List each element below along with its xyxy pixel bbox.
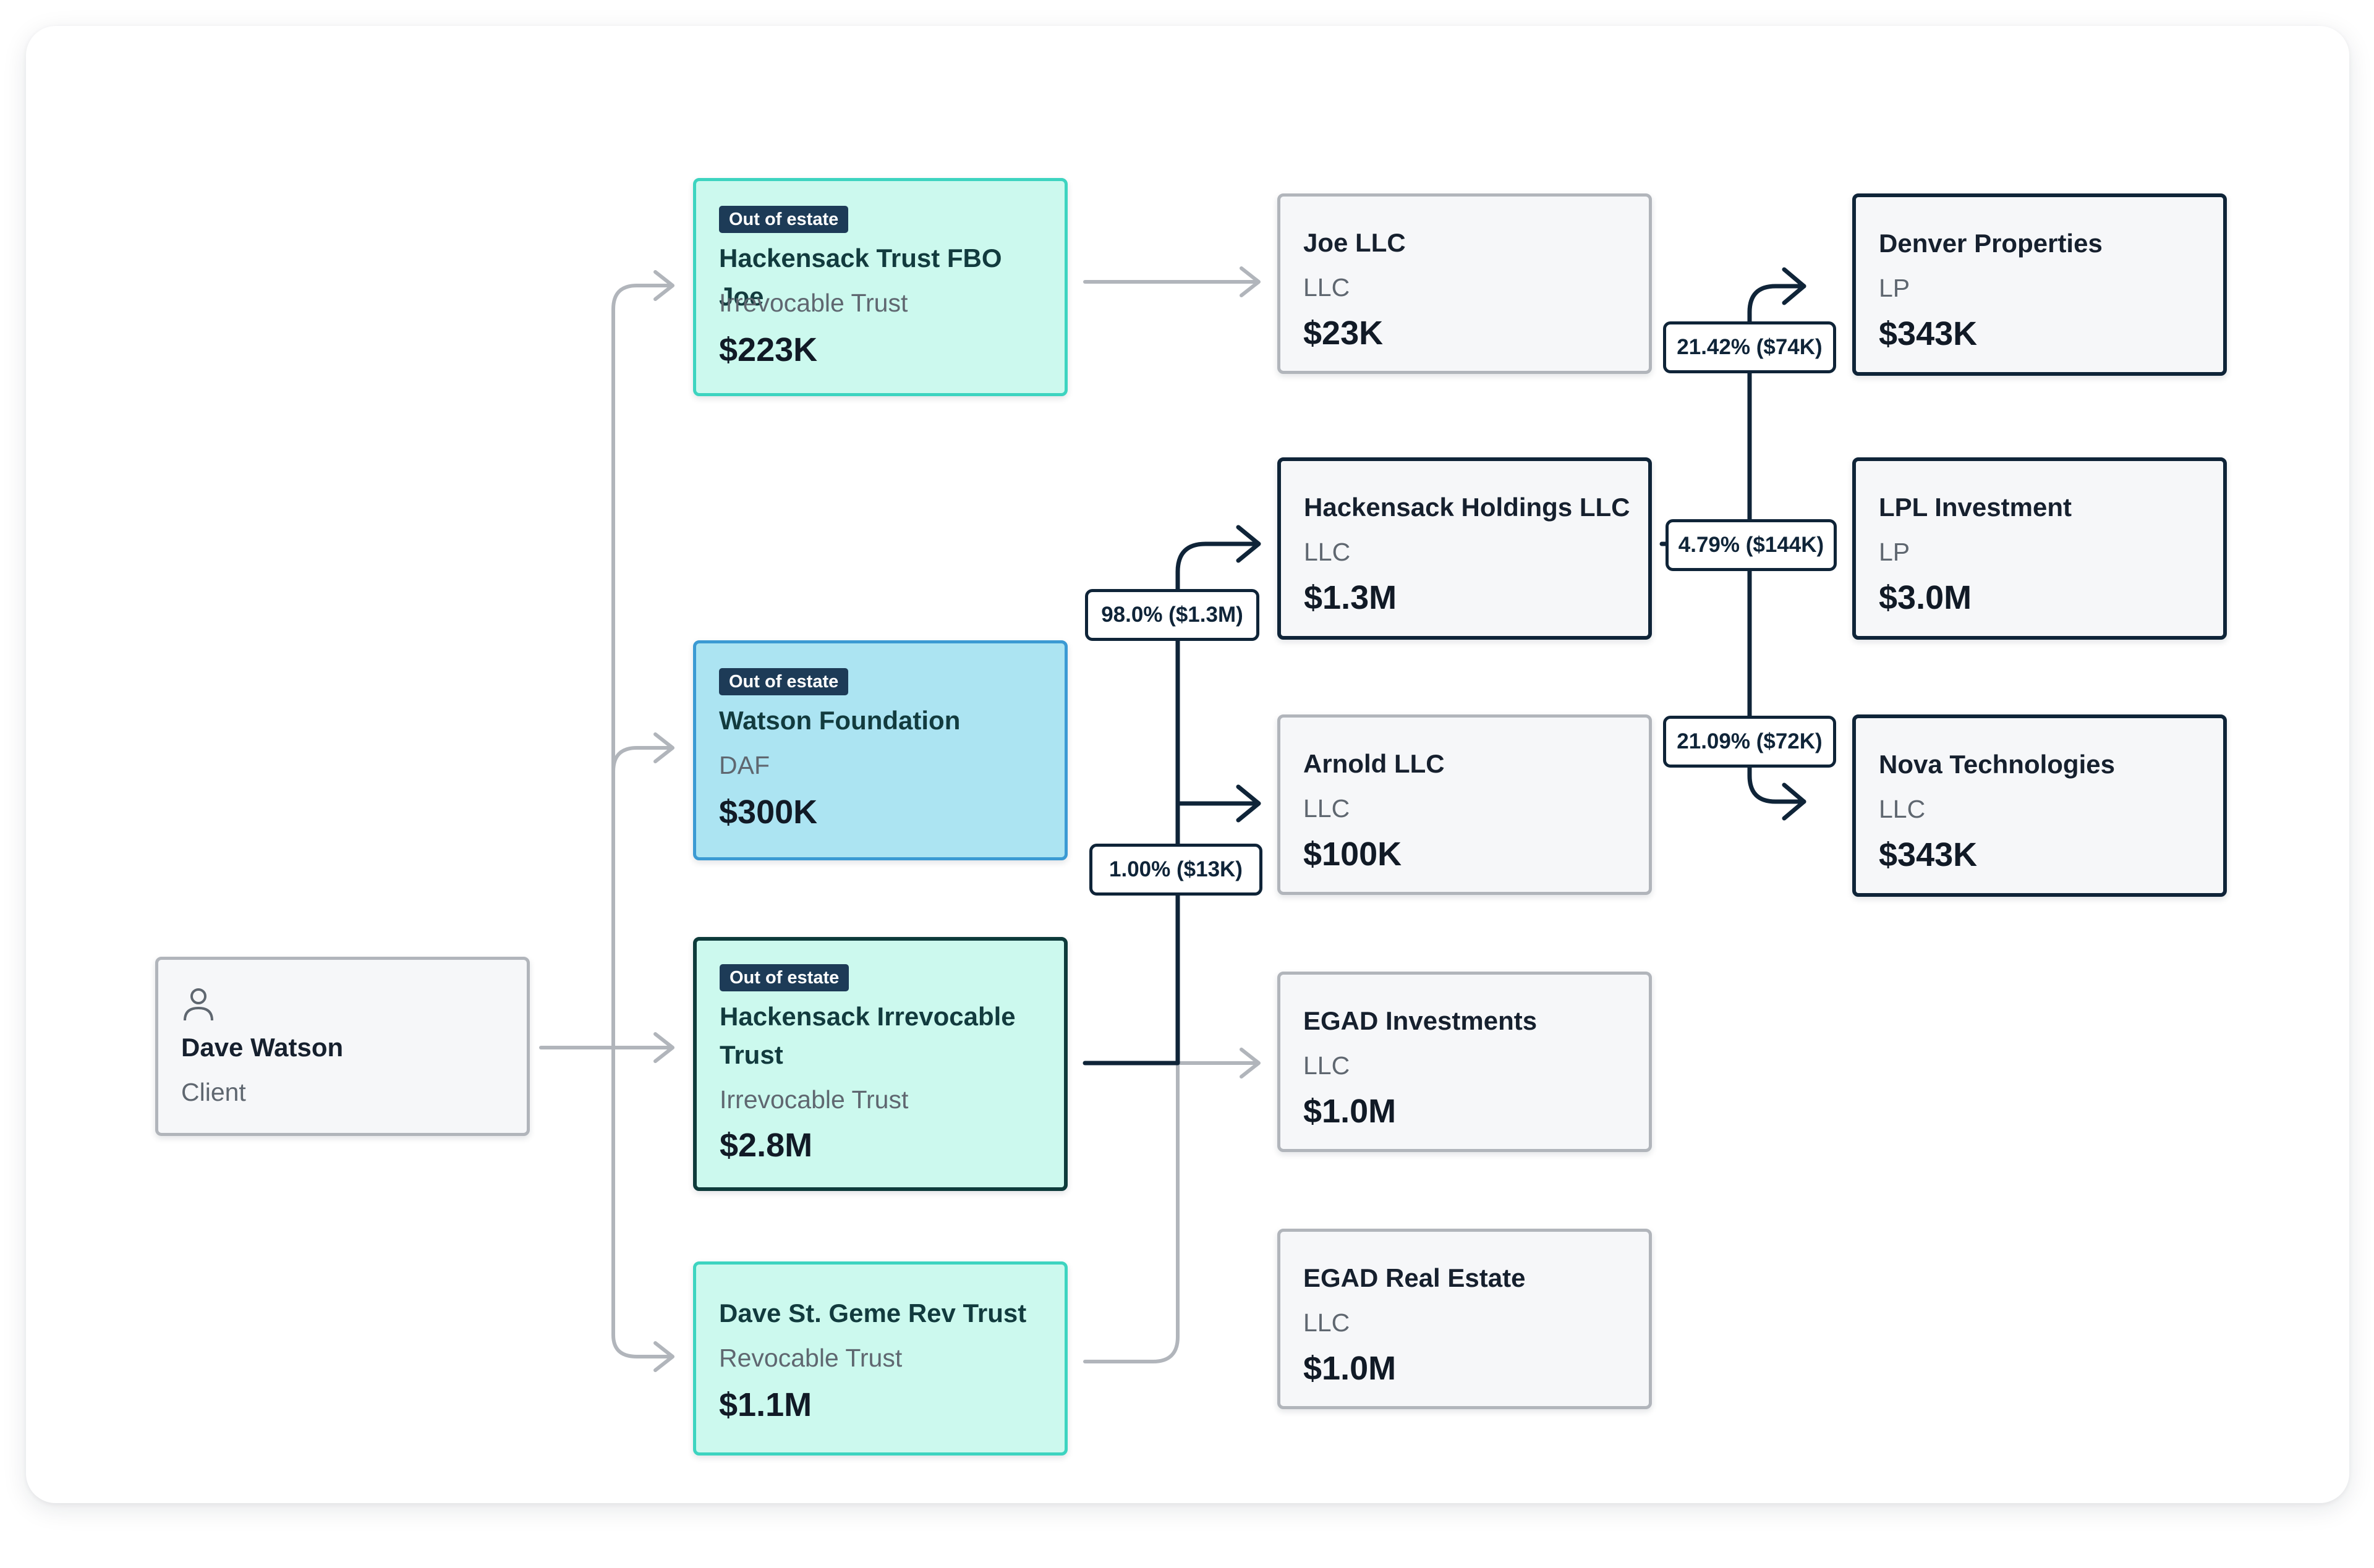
entity-name: Arnold LLC: [1303, 749, 1445, 778]
entity-name-line-2: Trust: [720, 1040, 783, 1069]
entity-name: Denver Properties: [1879, 229, 2103, 258]
entity-value: $100K: [1303, 836, 1402, 873]
client-role: Client: [181, 1078, 246, 1106]
entity-name: Nova Technologies: [1879, 750, 2115, 779]
ownership-label-lpl: 4.79% ($144K): [1666, 519, 1837, 571]
arrow-arnold: [1236, 784, 1261, 823]
entity-name: EGAD Investments: [1303, 1006, 1538, 1035]
entity-value: $1.0M: [1303, 1093, 1397, 1130]
client-card[interactable]: Dave Watson Client: [155, 957, 530, 1136]
entity-card-joe-llc[interactable]: Joe LLC LLC $23K: [1277, 193, 1652, 374]
arrow-joe-llc: [1240, 266, 1261, 297]
entity-name: Hackensack Trust FBO Joe: [719, 244, 1002, 311]
ownership-label-denver: 21.42% ($74K): [1663, 321, 1836, 373]
arrow-egad-investments: [1240, 1048, 1261, 1079]
entity-name: Watson Foundation: [719, 706, 961, 735]
entity-card-watson-foundation[interactable]: Out of estate Watson Foundation DAF $300…: [693, 640, 1068, 860]
person-icon: [184, 988, 213, 1021]
connector-client-trunk: [611, 284, 673, 1358]
entity-type: LLC: [1303, 1051, 1350, 1080]
entity-type: LLC: [1303, 1308, 1350, 1337]
out-of-estate-badge: Out of estate: [720, 964, 849, 991]
entity-card-egad-investments[interactable]: EGAD Investments LLC $1.0M: [1277, 972, 1652, 1152]
connector-rev-to-egad: [1083, 1061, 1260, 1363]
entity-value: $3.0M: [1879, 579, 1972, 616]
entity-value: $343K: [1879, 315, 1978, 352]
entity-type: LP: [1879, 274, 1910, 302]
out-of-estate-badge: Out of estate: [719, 206, 849, 233]
entity-name-line-1: Hackensack Irrevocable: [720, 1002, 1016, 1031]
entity-card-hackensack-holdings-llc[interactable]: Hackensack Holdings LLC LLC $1.3M: [1277, 457, 1652, 640]
entity-name: EGAD Real Estate: [1303, 1263, 1526, 1292]
arrow-rev-trust: [653, 1341, 674, 1372]
entity-value: $1.0M: [1303, 1350, 1397, 1387]
entity-type: DAF: [719, 751, 770, 779]
entity-value: $223K: [719, 331, 818, 368]
entity-value: $1.1M: [719, 1386, 812, 1423]
ownership-label-arnold: 1.00% ($13K): [1089, 844, 1262, 896]
entity-value: $343K: [1879, 836, 1978, 873]
entity-type: Irrevocable Trust: [719, 289, 908, 317]
entity-value: $300K: [719, 794, 818, 831]
entity-card-arnold-llc[interactable]: Arnold LLC LLC $100K: [1277, 714, 1652, 895]
arrow-nova: [1782, 782, 1806, 821]
out-of-estate-badge: Out of estate: [719, 668, 849, 695]
entity-type: LP: [1879, 538, 1910, 566]
connector-irrevocable-out: [1083, 541, 1261, 1066]
entity-name: Dave St. Geme Rev Trust: [719, 1299, 1027, 1328]
entity-card-denver-properties[interactable]: Denver Properties LP $343K: [1852, 193, 2227, 376]
arrow-irrevocable: [653, 1032, 674, 1063]
entity-name: Joe LLC: [1303, 228, 1406, 257]
entity-card-dave-st-geme-rev-trust[interactable]: Dave St. Geme Rev Trust Revocable Trust …: [693, 1261, 1068, 1456]
arrow-denver: [1782, 267, 1806, 305]
entity-name: Hackensack Holdings LLC: [1304, 493, 1630, 522]
entity-name: LPL Investment: [1879, 493, 2072, 522]
client-name: Dave Watson: [181, 1033, 344, 1062]
entity-card-egad-real-estate[interactable]: EGAD Real Estate LLC $1.0M: [1277, 1229, 1652, 1409]
entity-type: Irrevocable Trust: [720, 1085, 909, 1114]
arrow-foundation: [653, 732, 674, 763]
entity-card-nova-technologies[interactable]: Nova Technologies LLC $343K: [1852, 714, 2227, 897]
entity-value: $23K: [1303, 315, 1384, 352]
connector-level3-trunk: [1747, 284, 1806, 804]
entity-type: LLC: [1303, 794, 1350, 823]
ownership-label-nova: 21.09% ($72K): [1663, 716, 1836, 768]
entity-type: LLC: [1304, 538, 1351, 566]
connector-to-foundation: [611, 746, 673, 773]
entity-type: LLC: [1879, 795, 1926, 823]
ownership-label-holdings: 98.0% ($1.3M): [1085, 589, 1259, 641]
arrow-holdings: [1236, 525, 1261, 563]
arrow-fbo-joe: [653, 270, 674, 301]
entity-type: LLC: [1303, 273, 1350, 302]
entity-card-lpl-investment[interactable]: LPL Investment LP $3.0M: [1852, 457, 2227, 640]
entity-type: Revocable Trust: [719, 1344, 903, 1372]
entity-value: $2.8M: [720, 1127, 813, 1164]
entity-card-hackensack-trust-fbo-joe[interactable]: Out of estate Hackensack Trust FBO Joe I…: [693, 178, 1068, 396]
entity-card-hackensack-irrevocable-trust[interactable]: Out of estate Hackensack Irrevocable Tru…: [693, 937, 1068, 1191]
entity-value: $1.3M: [1304, 579, 1397, 616]
